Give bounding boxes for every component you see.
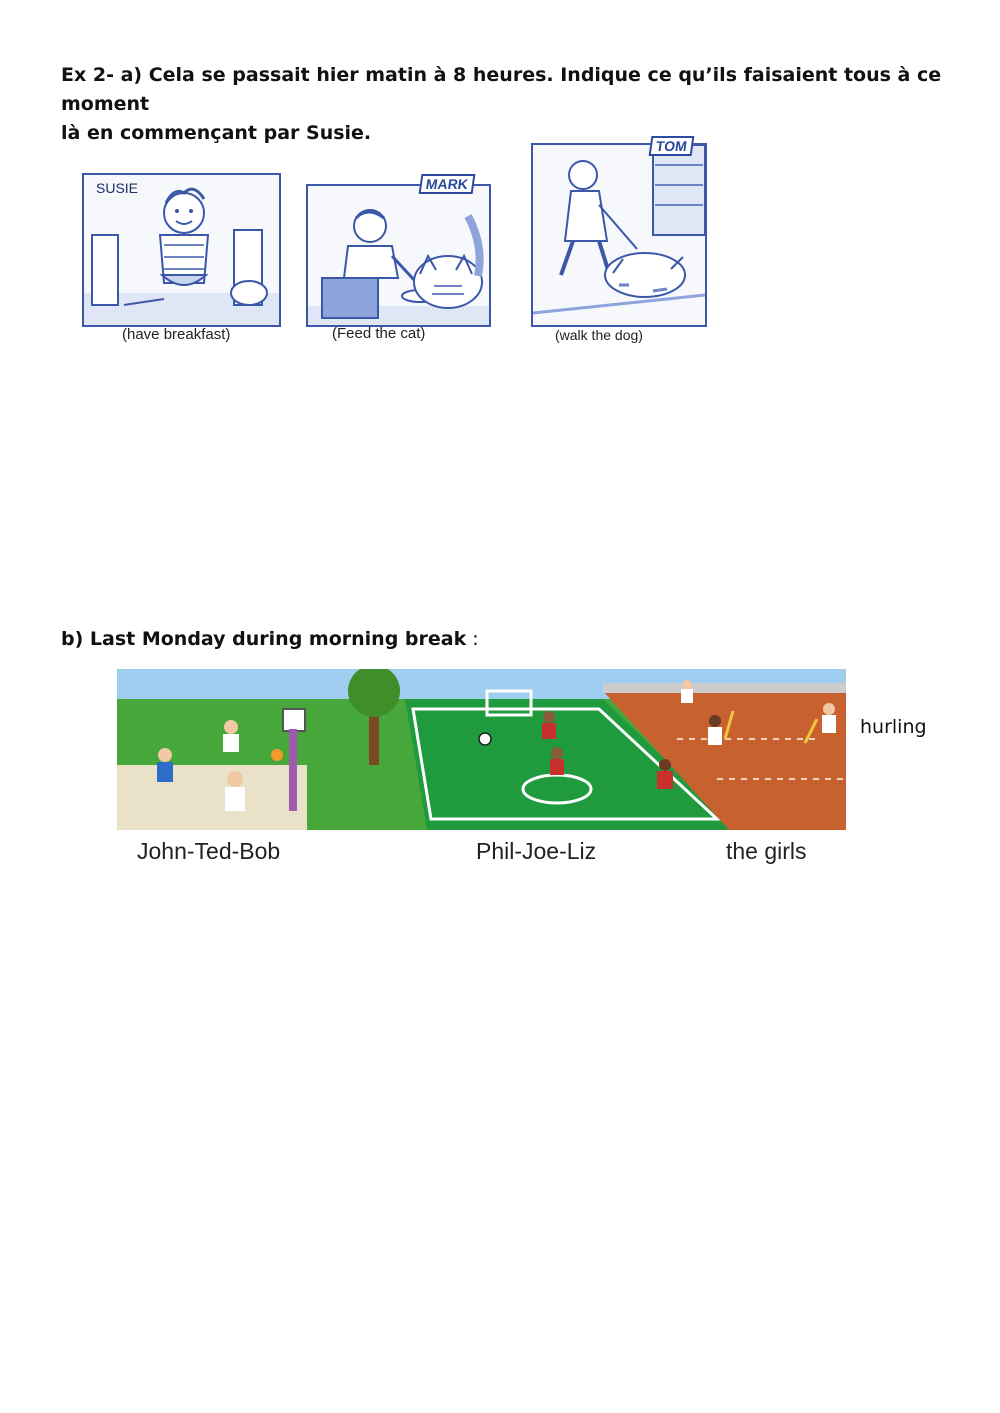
playground-illustration xyxy=(117,669,846,830)
exercise-b-colon: : xyxy=(466,628,479,650)
hurling-label: hurling xyxy=(860,716,927,738)
susie-breakfast-sketch xyxy=(84,187,279,325)
group-label-the-girls: the girls xyxy=(726,838,807,864)
susie-name-tag: SUSIE xyxy=(96,180,139,196)
mark-name-sign: MARK xyxy=(418,174,476,194)
group-label-phil-joe-liz: Phil-Joe-Liz xyxy=(476,838,597,864)
instruction-line-1: Ex 2- a) Cela se passait hier matin à 8 … xyxy=(61,64,942,115)
caption-walk-the-dog: (walk the dog) xyxy=(555,327,643,343)
exercise-b-title: b) Last Monday during morning break xyxy=(61,628,467,650)
playground-scene xyxy=(117,669,846,830)
caption-have-breakfast: (have breakfast) xyxy=(122,326,231,343)
picture-susie xyxy=(82,173,281,327)
exercise-a-instruction: Ex 2- a) Cela se passait hier matin à 8 … xyxy=(61,61,961,148)
tom-name-sign: TOM xyxy=(648,136,695,156)
instruction-line-2: là en commençant par Susie. xyxy=(61,122,372,144)
group-label-john-ted-bob: John-Ted-Bob xyxy=(137,838,281,864)
caption-feed-the-cat: (Feed the cat) xyxy=(332,325,426,342)
picture-mark xyxy=(306,184,491,327)
exercise-b-heading: b) Last Monday during morning break : xyxy=(61,625,961,654)
mark-feed-cat-sketch xyxy=(308,209,489,325)
tom-walk-dog-sketch xyxy=(533,145,705,315)
picture-tom xyxy=(531,143,707,327)
